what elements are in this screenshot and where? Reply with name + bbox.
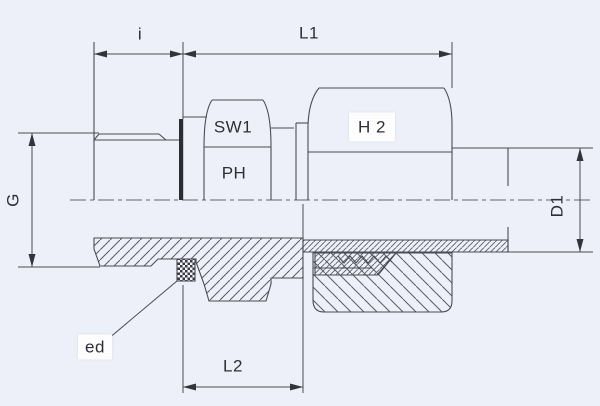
dimension-lines — [18, 42, 593, 393]
seal-edge-bar — [179, 119, 184, 200]
dim-label-l1: L1 — [299, 23, 319, 43]
dim-l2 — [182, 204, 304, 393]
part-label-sw1: SW1 — [213, 117, 253, 137]
dim-label-d1: D1 — [547, 194, 567, 218]
tube-wall-section — [302, 239, 509, 253]
dim-label-i: i — [137, 24, 143, 44]
section-view-lower-half — [93, 237, 509, 313]
male-thread-stud — [93, 42, 179, 200]
dim-label-g: G — [3, 193, 23, 207]
neck-ridge — [271, 122, 308, 200]
dim-d1 — [508, 148, 593, 253]
dimension-arrowheads — [28, 50, 584, 391]
dim-g — [18, 132, 100, 268]
dim-label-l2: L2 — [223, 356, 243, 376]
external-view-upper-half — [93, 42, 593, 252]
hex-h2-nut — [307, 87, 453, 200]
part-label-h2: H 2 — [349, 112, 395, 142]
seal-ring-ed — [176, 258, 196, 282]
thread-engagement-detail — [313, 252, 398, 276]
part-label-ed: ed — [78, 334, 112, 360]
part-label-ph: PH — [221, 163, 247, 183]
ed-leader-line — [107, 280, 178, 340]
hex-sw1-ph — [203, 99, 272, 200]
body-section — [93, 237, 304, 302]
